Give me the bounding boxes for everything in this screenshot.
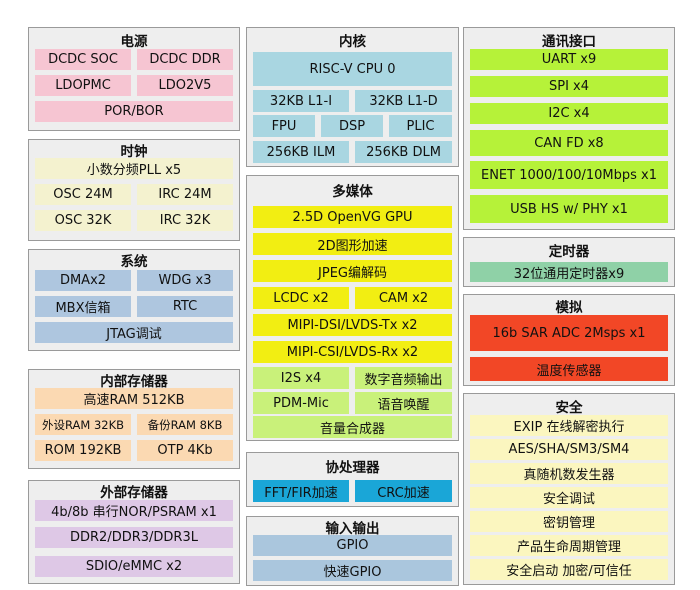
- dcdc-soc-block: DCDC SOC: [35, 49, 131, 70]
- i2s-block: I2S x4: [253, 367, 349, 389]
- spi-block: SPI x4: [470, 76, 668, 97]
- l1-icache-block: 32KB L1-I: [253, 90, 349, 112]
- osc24m-block: OSC 24M: [35, 184, 131, 205]
- voice-wake-block: 语音唤醒: [355, 392, 452, 414]
- jpeg-block: JPEG编解码: [253, 260, 452, 282]
- dma-block: DMAx2: [35, 270, 131, 291]
- usb-block: USB HS w/ PHY x1: [470, 195, 668, 223]
- dcdc-ddr-block: DCDC DDR: [137, 49, 233, 70]
- rom-block: ROM 192KB: [35, 440, 131, 461]
- pll-block: 小数分频PLL x5: [35, 158, 233, 179]
- peripheral-ram-block: 外设RAM 32KB: [35, 414, 131, 435]
- mbx-block: MBX信箱: [35, 296, 131, 317]
- sar-adc-block: 16b SAR ADC 2Msps x1: [470, 315, 668, 351]
- internal-memory-title: 内部存储器: [100, 374, 168, 390]
- gp-timer-block: 32位通用定时器x9: [470, 262, 668, 282]
- crc-block: CRC加速: [355, 480, 452, 502]
- ldopmc-block: LDOPMC: [35, 75, 131, 96]
- osc32k-block: OSC 32K: [35, 210, 131, 231]
- sram-block: 高速RAM 512KB: [35, 388, 233, 409]
- fast-gpio-block: 快速GPIO: [253, 560, 452, 581]
- ldo2v5-block: LDO2V5: [137, 75, 233, 96]
- uart-block: UART x9: [470, 49, 668, 70]
- core-group: 内核 RISC-V CPU 0 32KB L1-I 32KB L1-D FPU …: [246, 27, 459, 167]
- clock-title: 时钟: [120, 144, 148, 160]
- 2d-accel-block: 2D图形加速: [253, 233, 452, 255]
- l1-dcache-block: 32KB L1-D: [355, 90, 452, 112]
- external-memory-group: 外部存储器 4b/8b 串行NOR/PSRAM x1 DDR2/DDR3/DDR…: [28, 480, 240, 584]
- irc32k-block: IRC 32K: [137, 210, 233, 231]
- digital-audio-out-block: 数字音频输出: [355, 367, 452, 389]
- i2c-block: I2C x4: [470, 103, 668, 124]
- gpio-block: GPIO: [253, 535, 452, 556]
- risc-v-cpu-block: RISC-V CPU 0: [253, 52, 452, 86]
- temp-sensor-block: 温度传感器: [470, 357, 668, 381]
- enet-block: ENET 1000/100/10Mbps x1: [470, 161, 668, 189]
- ddr-block: DDR2/DDR3/DDR3L: [35, 527, 233, 548]
- multimedia-title: 多媒体: [332, 184, 373, 200]
- irc24m-block: IRC 24M: [137, 184, 233, 205]
- coprocessor-title: 协处理器: [325, 460, 380, 476]
- exip-block: EXIP 在线解密执行: [470, 415, 668, 436]
- system-group: 系统 DMAx2 WDG x3 MBX信箱 RTC JTAG调试: [28, 249, 240, 351]
- core-title: 内核: [339, 34, 366, 50]
- gpu-block: 2.5D OpenVG GPU: [253, 206, 452, 228]
- lifecycle-block: 产品生命周期管理: [470, 535, 668, 556]
- fpu-block: FPU: [253, 115, 315, 137]
- timer-title: 定时器: [548, 244, 590, 260]
- coprocessor-group: 协处理器 FFT/FIR加速 CRC加速: [246, 452, 459, 507]
- clock-group: 时钟 小数分频PLL x5 OSC 24M IRC 24M OSC 32K IR…: [28, 139, 240, 241]
- system-title: 系统: [120, 254, 148, 270]
- can-fd-block: CAN FD x8: [470, 130, 668, 156]
- security-group: 安全 EXIP 在线解密执行 AES/SHA/SM3/SM4 真随机数发生器 安…: [463, 393, 675, 585]
- crypto-block: AES/SHA/SM3/SM4: [470, 439, 668, 460]
- comm-group: 通讯接口 UART x9 SPI x4 I2C x4 CAN FD x8 ENE…: [463, 27, 675, 230]
- backup-ram-block: 备份RAM 8KB: [137, 414, 233, 435]
- rtc-block: RTC: [137, 296, 233, 317]
- dsp-block: DSP: [321, 115, 383, 137]
- pdm-mic-block: PDM-Mic: [253, 392, 349, 414]
- ilm-block: 256KB ILM: [253, 141, 349, 163]
- fft-fir-block: FFT/FIR加速: [253, 480, 349, 502]
- nor-psram-block: 4b/8b 串行NOR/PSRAM x1: [35, 500, 233, 521]
- volume-synth-block: 音量合成器: [253, 416, 452, 438]
- lcdc-block: LCDC x2: [253, 287, 349, 309]
- multimedia-group: 多媒体 2.5D OpenVG GPU 2D图形加速 JPEG编解码 LCDC …: [246, 175, 459, 441]
- trng-block: 真随机数发生器: [470, 463, 668, 484]
- power-group: 电源 DCDC SOC DCDC DDR LDOPMC LDO2V5 POR/B…: [28, 27, 240, 131]
- timer-group: 定时器 32位通用定时器x9: [463, 237, 675, 287]
- security-title: 安全: [555, 400, 583, 416]
- wdg-block: WDG x3: [137, 270, 233, 291]
- secure-debug-block: 安全调试: [470, 487, 668, 508]
- analog-title: 模拟: [555, 300, 583, 316]
- jtag-block: JTAG调试: [35, 322, 233, 343]
- io-title: 输入输出: [325, 521, 380, 537]
- internal-memory-group: 内部存储器 高速RAM 512KB 外设RAM 32KB 备份RAM 8KB R…: [28, 369, 240, 469]
- dlm-block: 256KB DLM: [355, 141, 452, 163]
- plic-block: PLIC: [389, 115, 452, 137]
- otp-block: OTP 4Kb: [137, 440, 233, 461]
- key-management-block: 密钥管理: [470, 511, 668, 532]
- mipi-csi-block: MIPI-CSI/LVDS-Rx x2: [253, 341, 452, 363]
- secure-boot-block: 安全启动 加密/可信任: [470, 559, 668, 580]
- mipi-dsi-block: MIPI-DSI/LVDS-Tx x2: [253, 314, 452, 336]
- cam-block: CAM x2: [355, 287, 452, 309]
- sdio-emmc-block: SDIO/eMMC x2: [35, 556, 233, 577]
- io-group: 输入输出 GPIO 快速GPIO: [246, 516, 459, 586]
- external-memory-title: 外部存储器: [100, 485, 168, 501]
- power-title: 电源: [120, 34, 148, 50]
- analog-group: 模拟 16b SAR ADC 2Msps x1 温度传感器: [463, 294, 675, 386]
- por-bor-block: POR/BOR: [35, 101, 233, 122]
- comm-title: 通讯接口: [542, 34, 596, 50]
